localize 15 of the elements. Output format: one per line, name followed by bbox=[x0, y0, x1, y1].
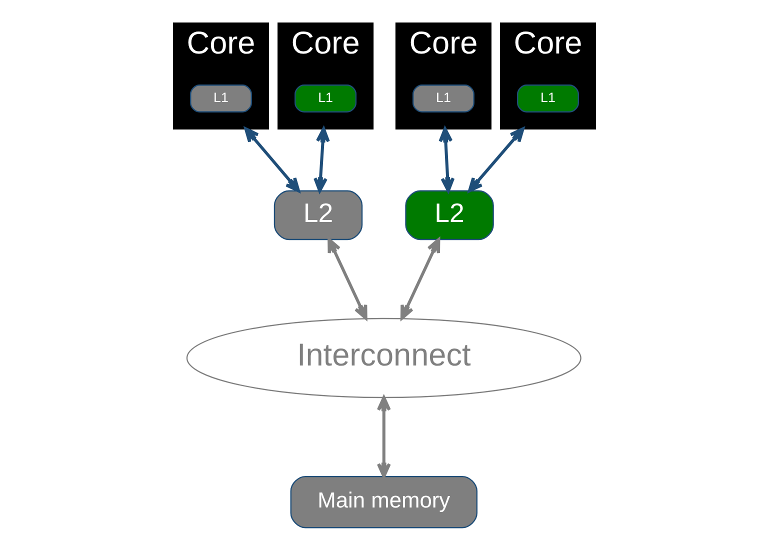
node-box: L1 bbox=[412, 84, 474, 112]
node-box: L1 bbox=[294, 84, 356, 112]
arrow bbox=[327, 238, 367, 320]
node-box: L1 bbox=[190, 84, 252, 112]
arrow bbox=[438, 127, 454, 192]
node-ellipse: Interconnect bbox=[186, 318, 581, 398]
arrow bbox=[313, 127, 330, 192]
node-box: L2 bbox=[273, 190, 362, 240]
arrow bbox=[400, 238, 440, 320]
arrow bbox=[468, 127, 524, 192]
node-box: L2 bbox=[404, 190, 494, 240]
node-box: Main memory bbox=[290, 476, 477, 528]
arrow bbox=[244, 127, 300, 192]
arrow bbox=[376, 396, 390, 478]
node-box: L1 bbox=[516, 84, 578, 112]
